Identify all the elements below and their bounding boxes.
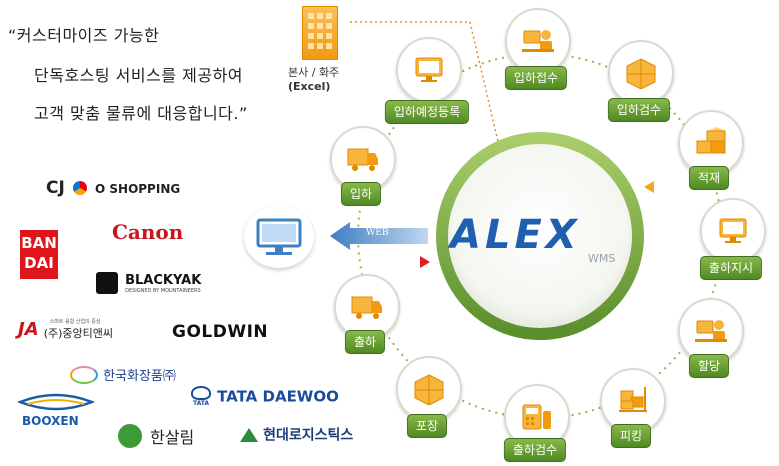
- blackyak-text: BLACKYAK: [125, 272, 202, 288]
- stacked-boxes-icon: [696, 127, 726, 154]
- tata-icon: [191, 386, 211, 400]
- truck-icon: [351, 296, 382, 319]
- excel-line-2: (Excel): [288, 80, 331, 93]
- boxes-icon: [414, 374, 444, 405]
- hansalim-icon: [118, 424, 142, 448]
- node-label-packing: 포장: [406, 414, 448, 438]
- hansalim-text: 한살림: [150, 428, 195, 447]
- node-label-inbound-accept: 입하접수: [504, 66, 568, 90]
- korea-cosmetics-text: 한국화장품㈜: [103, 369, 176, 384]
- monitor-icon: [719, 218, 747, 243]
- bandai-top: BAN: [21, 234, 57, 252]
- node-label-picking: 피킹: [610, 424, 652, 448]
- excel-line-1: 본사 / 화주: [288, 66, 340, 79]
- node-label-inbound-register: 입하예정등록: [384, 100, 470, 124]
- node-allocate[interactable]: [678, 298, 744, 364]
- node-label-outbound-inspect: 출하검수: [503, 438, 567, 462]
- building-icon: [302, 6, 338, 60]
- jungang-logo: JA 스마트 융합 산업의 중심 (주)중앙티앤씨: [18, 318, 113, 341]
- quote-line-1: “커스터마이즈 가능한: [8, 26, 160, 45]
- node-label-allocate: 할당: [688, 354, 730, 378]
- cart-boxes-icon: [619, 387, 647, 412]
- cj-shopping-logo: CJ O SHOPPING: [46, 178, 180, 198]
- node-label-outbound-order: 출하지시: [699, 256, 763, 280]
- node-label-inbound: 입하: [340, 182, 382, 206]
- hansalim-logo: 한살림: [118, 424, 194, 448]
- hub-sub: WMS: [588, 252, 616, 265]
- excel-connector: [350, 21, 501, 151]
- booxen-text: BOOXEN: [22, 414, 79, 428]
- korea-cosmetics-logo: 한국화장품㈜: [70, 364, 176, 384]
- blackyak-icon: [96, 272, 118, 294]
- node-stock[interactable]: [678, 110, 744, 176]
- node-label-stock: 적재: [688, 166, 730, 190]
- hyundai-triangle-icon: [240, 427, 258, 442]
- blackyak-logo: BLACKYAK DESIGNED BY MOUNTAINEERS: [96, 272, 201, 294]
- cj-logo-text: CJ: [46, 178, 65, 198]
- bandai-logo: BAN DAI: [20, 230, 58, 279]
- quote-line-3: 고객 맞춤 물류에 대응합니다.”: [34, 104, 248, 123]
- monitor-icon: [415, 57, 443, 82]
- cj-shopping-text: O SHOPPING: [95, 182, 181, 196]
- worker-desk-icon: [522, 30, 554, 52]
- truck-icon: [347, 148, 378, 171]
- booxen-logo: BOOXEN: [18, 392, 94, 432]
- node-picking[interactable]: [600, 368, 666, 434]
- monitor-icon: [256, 218, 302, 255]
- goldwin-logo: GOLDWIN: [172, 322, 269, 342]
- blackyak-subtext: DESIGNED BY MOUNTAINEERS: [125, 287, 201, 294]
- jungang-text: (주)중앙티앤씨: [43, 327, 114, 340]
- jungang-mark-icon: JA: [18, 319, 39, 340]
- web-label: WEB: [366, 228, 389, 238]
- pointer-orange-icon: [644, 181, 654, 193]
- node-inbound-register[interactable]: [396, 37, 462, 103]
- quote-line-2: 단독호스팅 서비스를 제공하여: [34, 66, 244, 85]
- pointer-red-icon: [420, 256, 430, 268]
- tata-daewoo-text: TATA DAEWOO: [217, 387, 339, 406]
- node-inbound-inspect[interactable]: [608, 40, 674, 106]
- booxen-swoosh-icon: [18, 393, 94, 411]
- tata-small-text: TATA: [192, 400, 210, 407]
- node-packing[interactable]: [396, 356, 462, 422]
- web-arrow: [330, 222, 428, 250]
- worker-desk-icon: [695, 320, 727, 342]
- korea-cosmetics-icon: [70, 365, 98, 384]
- hub-brand: ALEX: [450, 212, 581, 258]
- boxes-icon: [626, 58, 656, 89]
- node-inbound[interactable]: [330, 126, 396, 192]
- node-outbound-order[interactable]: [700, 198, 766, 264]
- hub-circle: [436, 132, 644, 340]
- jungang-small-text: 스마트 융합 산업의 중심: [49, 319, 101, 325]
- node-inbound-accept[interactable]: [505, 8, 571, 74]
- bandai-bottom: DAI: [24, 254, 54, 272]
- hyundai-logistics-logo: 현대로지스틱스: [240, 424, 353, 445]
- hyundai-text: 현대로지스틱스: [263, 427, 354, 444]
- tata-daewoo-logo: TATA TATA DAEWOO: [190, 386, 339, 407]
- cj-dot-icon: [72, 181, 87, 195]
- node-label-outbound: 출하: [344, 330, 386, 354]
- scanner-icon: [522, 404, 551, 430]
- canon-logo: Canon: [112, 220, 184, 244]
- node-label-inbound-inspect: 입하검수: [607, 98, 671, 122]
- web-client-circle: [244, 206, 314, 268]
